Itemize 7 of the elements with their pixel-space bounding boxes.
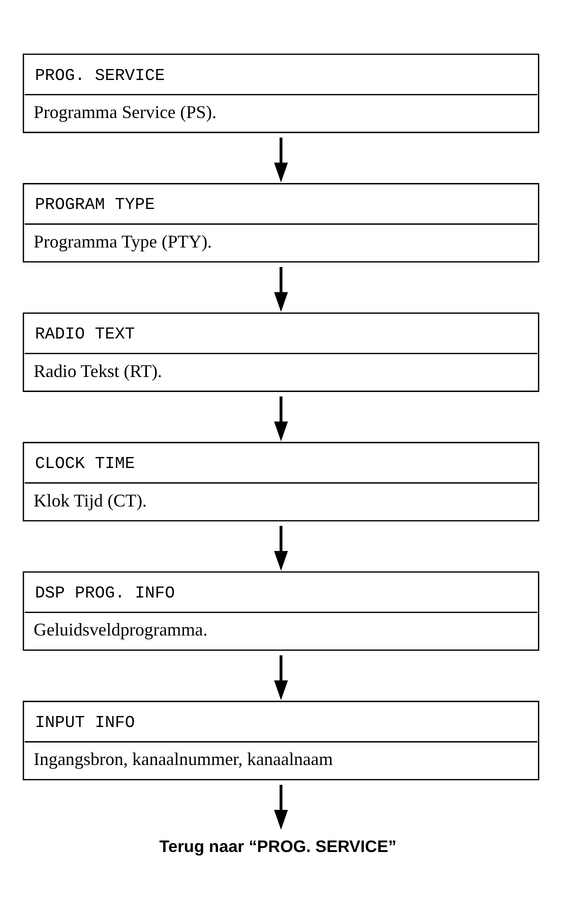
arrow <box>274 396 288 442</box>
arrow <box>274 267 288 312</box>
arrow <box>274 138 288 182</box>
arrow <box>274 655 288 700</box>
arrow <box>274 784 288 830</box>
node-text: Terug naar “PROG. SERVICE” <box>159 836 397 856</box>
arrow <box>274 526 288 571</box>
